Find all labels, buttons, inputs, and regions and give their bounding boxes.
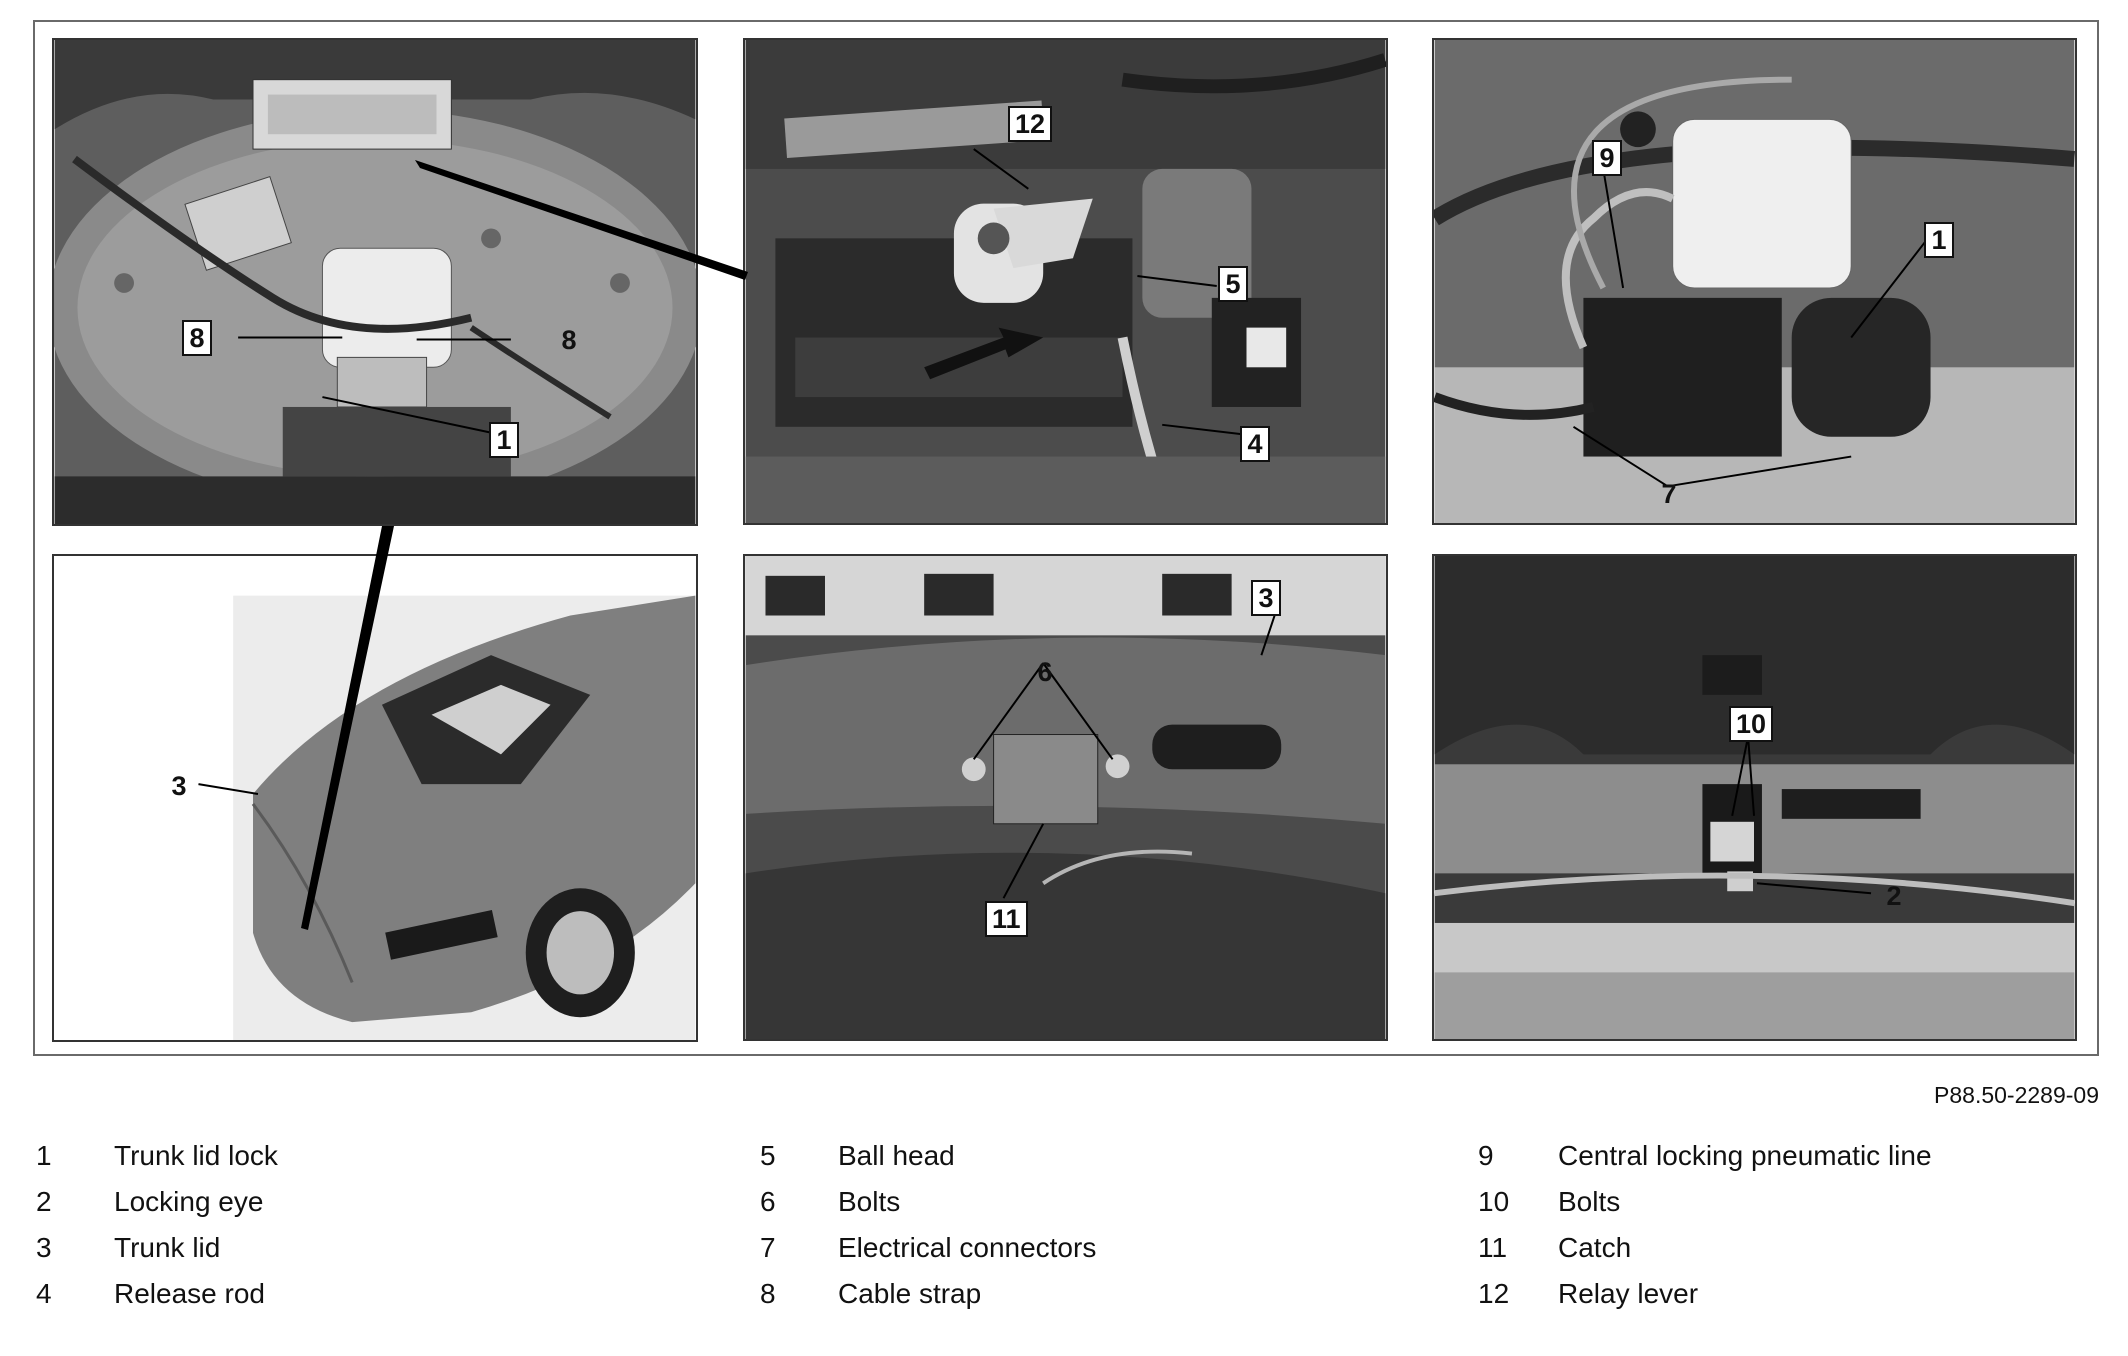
legend-label: Relay lever — [1558, 1278, 1699, 1309]
relay-lever-image — [745, 40, 1386, 523]
legend-label: Bolts — [838, 1186, 901, 1217]
legend-number: 8 — [760, 1278, 776, 1309]
legend-number: 7 — [760, 1232, 776, 1263]
legend-column-2: 5 Ball head 6 Bolts 7 Electrical connectors… — [760, 1140, 1460, 1324]
car-overview-image — [54, 556, 696, 1040]
callout-11: 11 — [985, 901, 1028, 937]
legend-number: 2 — [36, 1186, 52, 1217]
legend-label: Catch — [1558, 1232, 1632, 1263]
legend-number: 12 — [1478, 1278, 1510, 1309]
photo-panel-pneumatic-line: 9 1 7 — [1432, 38, 2077, 525]
legend-number: 9 — [1478, 1140, 1494, 1171]
photo-panel-relay-lever: 12 5 4 — [743, 38, 1388, 525]
legend-number: 1 — [36, 1140, 52, 1171]
callout-9: 9 — [1592, 140, 1622, 176]
legend-number: 10 — [1478, 1186, 1510, 1217]
figure-frame — [33, 20, 2099, 1056]
legend-label: Bolts — [1558, 1186, 1621, 1217]
legend-column-1: 1 Trunk lid lock 2 Locking eye 3 Trunk lid … — [36, 1140, 736, 1324]
photo-panel-locking-eye: 10 2 — [1432, 554, 2077, 1041]
legend-label: Trunk lid — [114, 1232, 221, 1263]
trunk-lock-overview-image — [54, 40, 696, 524]
figure-reference-code: P88.50-2289-09 — [1934, 1082, 2099, 1108]
callout-2: 2 — [1886, 881, 1902, 911]
legend-number: 4 — [36, 1278, 52, 1309]
legend-number: 11 — [1478, 1232, 1508, 1263]
callout-8-right: 8 — [561, 325, 577, 355]
callout-4: 4 — [1240, 426, 1270, 462]
legend-item: 5 Ball head — [760, 1140, 1460, 1186]
legend-label: Locking eye — [114, 1186, 264, 1217]
callout-3: 3 — [1251, 580, 1281, 616]
legend-item: 10 Bolts — [1478, 1186, 2128, 1232]
callout-10: 10 — [1729, 706, 1774, 742]
photo-panel-trunk-lock-overview: 8 8 1 — [52, 38, 698, 526]
legend-number: 3 — [36, 1232, 52, 1263]
legend-label: Cable strap — [838, 1278, 982, 1309]
callout-5: 5 — [1218, 266, 1248, 302]
legend-item: 2 Locking eye — [36, 1186, 736, 1232]
legend-item: 7 Electrical connectors — [760, 1232, 1460, 1278]
callout-8-left: 8 — [182, 320, 212, 356]
callout-6: 6 — [1037, 657, 1053, 687]
legend-item: 1 Trunk lid lock — [36, 1140, 736, 1186]
legend-item: 8 Cable strap — [760, 1278, 1460, 1324]
legend-number: 6 — [760, 1186, 776, 1217]
locking-eye-image — [1434, 556, 2075, 1039]
pneumatic-line-image — [1434, 40, 2075, 523]
legend-label: Trunk lid lock — [114, 1140, 278, 1171]
legend-item: 3 Trunk lid — [36, 1232, 736, 1278]
legend-item: 9 Central locking pneumatic line — [1478, 1140, 2128, 1186]
legend-number: 5 — [760, 1140, 776, 1171]
legend-item: 11 Catch — [1478, 1232, 2128, 1278]
legend-label: Electrical connectors — [838, 1232, 1097, 1263]
legend-item: 6 Bolts — [760, 1186, 1460, 1232]
callout-12: 12 — [1008, 106, 1053, 142]
legend-item: 4 Release rod — [36, 1278, 736, 1324]
callout-7: 7 — [1661, 479, 1677, 509]
callout-1: 1 — [1924, 222, 1954, 258]
legend-item: 12 Relay lever — [1478, 1278, 2128, 1324]
callout-3: 3 — [171, 771, 187, 801]
callout-1: 1 — [489, 422, 519, 458]
legend-label: Ball head — [838, 1140, 955, 1171]
legend-label: Release rod — [114, 1278, 265, 1309]
legend-label: Central locking pneumatic line — [1558, 1140, 1932, 1171]
photo-panel-car-overview: 3 — [52, 554, 698, 1042]
photo-panel-trunk-lid-underside: 3 6 11 — [743, 554, 1388, 1041]
trunk-lid-underside-image — [745, 556, 1386, 1039]
